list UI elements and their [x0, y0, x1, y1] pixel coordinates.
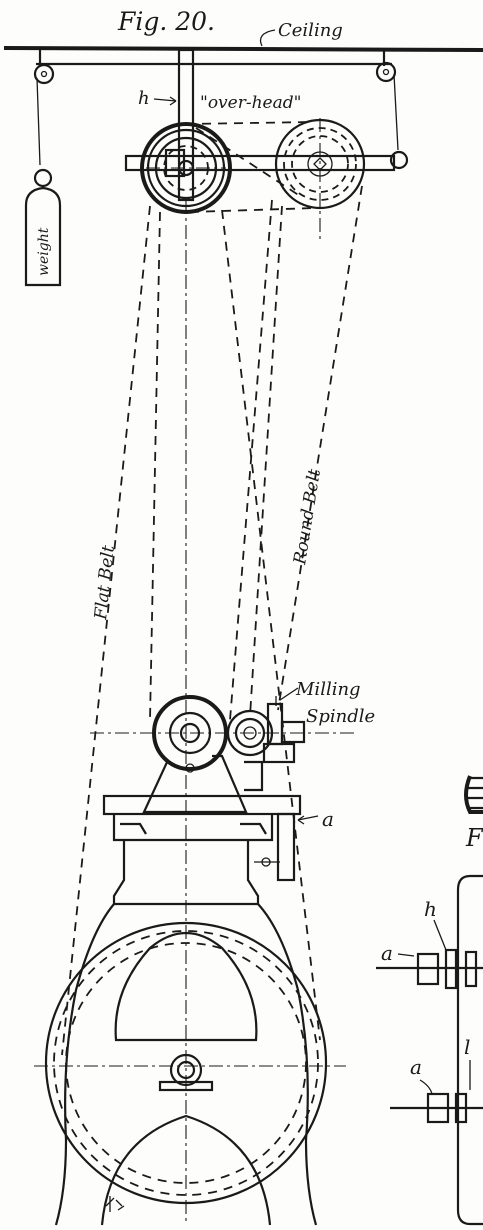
spindle-head: Milling Spindle a: [90, 679, 375, 882]
flywheel-rim: [44, 921, 328, 1205]
flywheel-outer: [53, 930, 319, 1196]
base-inner-arch: [100, 1114, 272, 1226]
upper-nut: [416, 952, 440, 986]
weight-label: weight: [36, 227, 52, 276]
ceiling-leader: [259, 29, 276, 47]
flat-belt-label: Flat Belt: [91, 544, 119, 621]
flywheel-inner: [65, 942, 307, 1184]
head-body: [142, 754, 248, 814]
table-rail: [102, 794, 302, 816]
main-hub: [169, 1053, 203, 1087]
flat-belt-right: [221, 209, 321, 1041]
overhead-frame-bar: [124, 154, 396, 172]
l-label-right: l: [464, 1035, 470, 1059]
machine-base: [34, 840, 346, 1226]
round-belt-left: [229, 199, 273, 721]
partial-fig-label: F: [465, 824, 483, 852]
overhead-countershaft: h "over-head": [124, 48, 396, 240]
a-label-right-top: a: [381, 941, 393, 965]
right-rail-pulley: [375, 61, 397, 83]
a-label-right-bottom: a: [410, 1055, 422, 1079]
flat-belt-left: [61, 205, 151, 1056]
h-label-top: h: [138, 88, 150, 109]
round-belt-label: Round Belt: [290, 468, 325, 567]
overhead-rail: [33, 50, 409, 188]
ceiling-line: [3, 46, 483, 52]
left-rail-pulley: [33, 63, 55, 85]
vertical-slide: [276, 812, 296, 882]
flat-belt: Flat Belt: [61, 205, 321, 1056]
h-label-right: h: [424, 897, 437, 921]
partial-section: [464, 775, 483, 814]
ceiling: Ceiling: [3, 20, 483, 52]
column-left-side: [54, 903, 115, 1226]
partial-figure-right: F h a l a: [376, 775, 483, 1226]
column-right-side: [257, 903, 318, 1226]
round-belt-right: [277, 185, 363, 711]
milling-label: Milling: [295, 679, 361, 700]
column-neck: [112, 840, 260, 906]
engraver-mark: [105, 1196, 125, 1212]
counter-weight: weight: [24, 186, 62, 287]
ceiling-label: Ceiling: [278, 20, 343, 41]
overhead-label: "over-head": [200, 93, 301, 113]
lower-nut: [426, 1092, 450, 1124]
column-window: [114, 931, 258, 1042]
partial-frame: [456, 874, 483, 1226]
spindle-label: Spindle: [306, 706, 375, 727]
weight-body: [24, 186, 62, 287]
figure-title: Fig. 20.: [117, 7, 215, 36]
a-label-main: a: [322, 807, 334, 831]
